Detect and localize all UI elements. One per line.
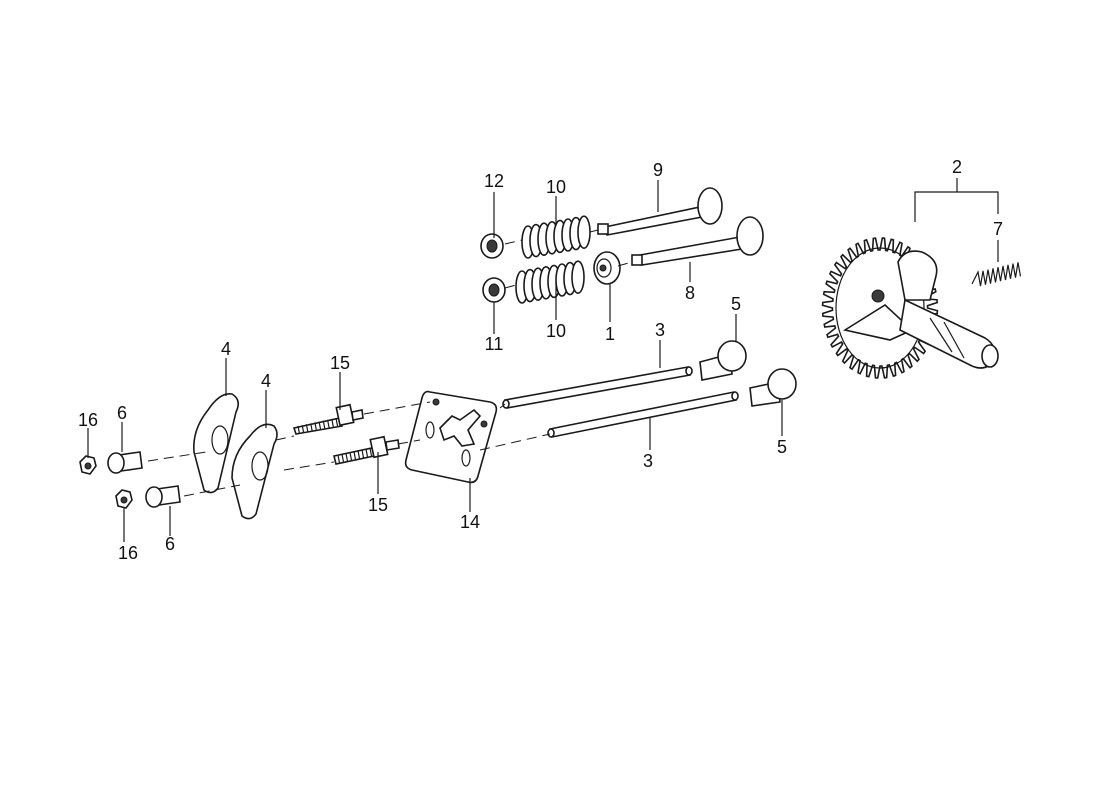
valve-spring-upper bbox=[521, 215, 591, 259]
valve-8 bbox=[631, 216, 764, 266]
callout-7: 7 bbox=[993, 219, 1003, 239]
tappet-lower bbox=[749, 368, 797, 407]
spring-retainer-12 bbox=[480, 233, 504, 259]
callout-15-lower: 15 bbox=[368, 495, 388, 515]
assembly-lines bbox=[147, 229, 633, 497]
rocker-arm-lower bbox=[231, 423, 278, 520]
stud-upper bbox=[292, 403, 364, 435]
push-rod-lower bbox=[547, 391, 739, 438]
callout-8: 8 bbox=[685, 283, 695, 303]
callout-1: 1 bbox=[605, 324, 615, 344]
callout-5-lower: 5 bbox=[777, 437, 787, 457]
callout-16-lower: 16 bbox=[118, 543, 138, 563]
valve-9 bbox=[597, 187, 723, 236]
push-rod-upper bbox=[502, 366, 693, 409]
callout-12: 12 bbox=[484, 171, 504, 191]
lock-nut-upper bbox=[79, 455, 97, 475]
small-spring bbox=[971, 262, 1022, 287]
callout-6-upper: 6 bbox=[117, 403, 127, 423]
callout-16-upper: 16 bbox=[78, 410, 98, 430]
callout-10-lower: 10 bbox=[546, 321, 566, 341]
callout-3-lower: 3 bbox=[643, 451, 653, 471]
callout-6-lower: 6 bbox=[165, 534, 175, 554]
callout-5-upper: 5 bbox=[731, 294, 741, 314]
callout-3-upper: 3 bbox=[655, 320, 665, 340]
pivot-nut-lower bbox=[145, 485, 181, 508]
callout-9: 9 bbox=[653, 160, 663, 180]
callout-4-upper: 4 bbox=[221, 339, 231, 359]
camshaft-gear bbox=[821, 237, 999, 379]
spring-retainer-11 bbox=[482, 277, 506, 303]
guide-plate bbox=[404, 390, 498, 484]
pivot-nut-upper bbox=[107, 451, 143, 474]
lock-nut-lower bbox=[115, 489, 133, 509]
callout-labels: 1 2 3 3 4 4 5 5 6 6 7 8 9 10 10 11 12 14… bbox=[78, 157, 1003, 563]
tappet-upper bbox=[699, 340, 747, 381]
callout-15-upper: 15 bbox=[330, 353, 350, 373]
callout-14: 14 bbox=[460, 512, 480, 532]
callout-10-upper: 10 bbox=[546, 177, 566, 197]
leader-lines bbox=[87, 178, 999, 542]
spring-coil bbox=[577, 215, 591, 249]
valve-seal-1 bbox=[593, 251, 621, 285]
callout-2: 2 bbox=[952, 157, 962, 177]
spring-coil bbox=[571, 260, 585, 295]
callout-4-lower: 4 bbox=[261, 371, 271, 391]
valve-spring-lower bbox=[515, 260, 585, 304]
stud-lower bbox=[333, 435, 400, 465]
callout-11: 11 bbox=[485, 334, 504, 354]
